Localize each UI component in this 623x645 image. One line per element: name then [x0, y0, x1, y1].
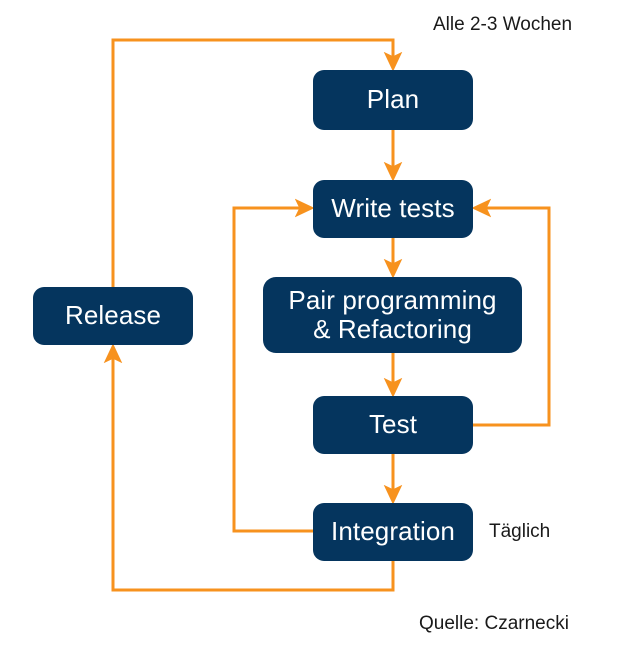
node-integration-label: Integration	[331, 516, 455, 547]
caption-release-cadence: Alle 2-3 Wochen	[433, 14, 573, 35]
node-plan[interactable]: Plan	[313, 70, 473, 130]
node-release[interactable]: Release	[33, 287, 193, 345]
node-test[interactable]: Test	[313, 396, 473, 454]
node-integration[interactable]: Integration	[313, 503, 473, 561]
node-plan-label: Plan	[366, 84, 420, 115]
edge-integration-to-release	[103, 343, 395, 592]
caption-integration-cadence: Täglich	[489, 521, 551, 542]
node-write-tests[interactable]: Write tests	[313, 180, 473, 238]
edge-release-to-plan	[111, 38, 403, 287]
edge-integration-to-write-tests-feedback	[232, 198, 315, 533]
node-write-tests-label: Write tests	[331, 193, 455, 224]
edge-test-to-write-tests-feedback	[471, 198, 551, 427]
node-release-label: Release	[64, 300, 162, 331]
node-pair-programming[interactable]: Pair programming & Refactoring	[263, 277, 522, 353]
node-pair-programming-line1: Pair programming	[288, 284, 497, 315]
node-pair-programming-label: Pair programming & Refactoring	[288, 284, 497, 345]
node-pair-programming-line2: & Refactoring	[313, 314, 472, 344]
node-test-label: Test	[368, 409, 418, 440]
caption-source: Quelle: Czarnecki	[419, 613, 569, 634]
